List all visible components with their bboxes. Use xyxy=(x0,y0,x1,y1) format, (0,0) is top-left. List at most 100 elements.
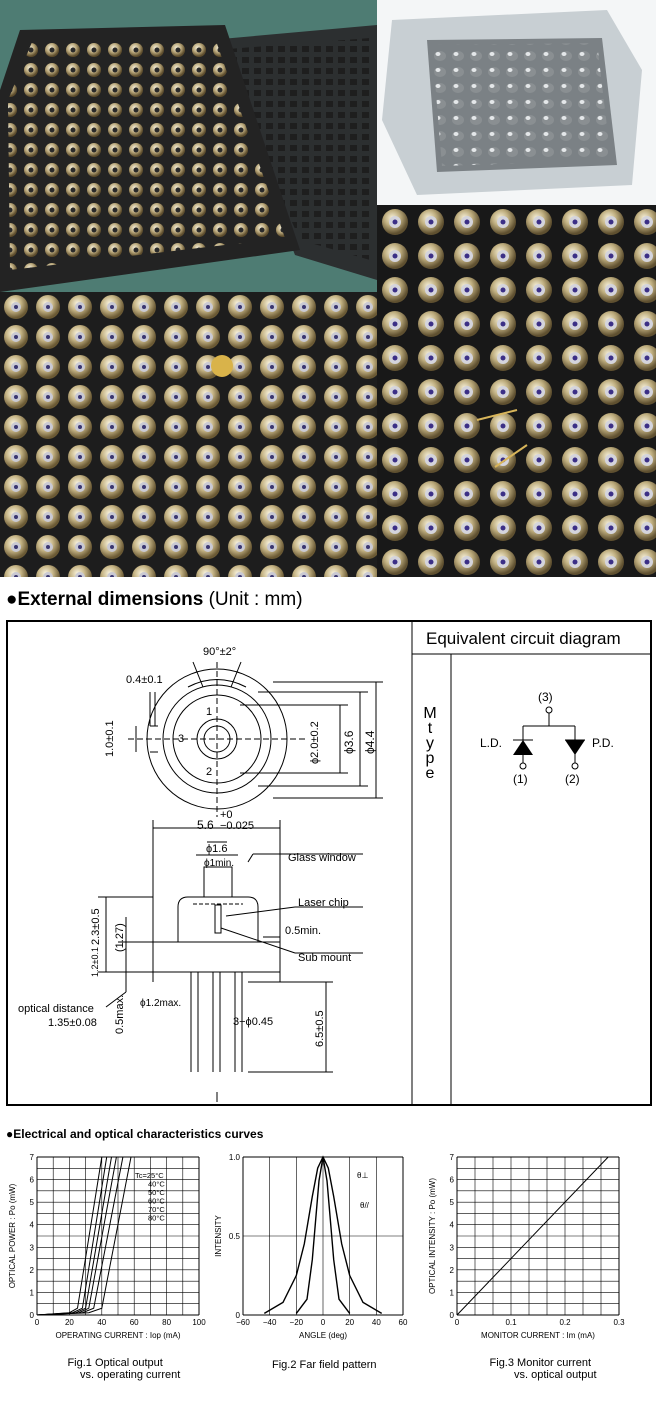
dim-3-6: ϕ3.6 xyxy=(342,730,356,754)
curve-label: 50°C xyxy=(148,1188,165,1197)
node-3-label: (3) xyxy=(538,690,553,704)
x-tick-label: 60 xyxy=(399,1318,408,1327)
x-axis-label: MONITOR CURRENT : Im (mA) xyxy=(481,1331,595,1340)
dim-1-6: ϕ1.6 xyxy=(206,843,228,855)
photo-diode-label: P.D. xyxy=(592,736,614,750)
photo-tray-overview xyxy=(0,0,377,292)
x-tick-label: 0 xyxy=(455,1318,460,1327)
dim-2-3: 2.3±0.5 xyxy=(90,908,102,945)
x-tick-label: 0 xyxy=(321,1318,326,1327)
curve-label: 80°C xyxy=(148,1214,165,1223)
fig3-caption-line1: Fig.3 Monitor current xyxy=(489,1357,592,1369)
curve-label: 40°C xyxy=(148,1180,165,1189)
dim-1-0: 1.0±0.1 xyxy=(104,720,116,757)
x-tick-label: 20 xyxy=(345,1318,354,1327)
pin-3-label: 3 xyxy=(178,733,185,745)
glass-window-label: Glass window xyxy=(288,852,356,864)
dim-2-0: ϕ2.0±0.2 xyxy=(309,721,321,764)
y-tick-label: 2 xyxy=(450,1266,455,1275)
fig3-caption: Fig.3 Monitor current vs. optical output xyxy=(484,1357,597,1381)
x-tick-label: 20 xyxy=(65,1318,74,1327)
circuit-type-label: M t y p e xyxy=(420,705,440,782)
y-tick-label: 1 xyxy=(450,1288,455,1297)
dim-5-6: 5.6 xyxy=(197,818,214,832)
dim-angle: 90°±2° xyxy=(203,646,237,658)
y-axis-label: OPTICAL INTENSITY : Po (mW) xyxy=(428,1178,437,1294)
x-tick-label: 60 xyxy=(130,1318,139,1327)
laser-diode-label: L.D. xyxy=(480,736,503,750)
y-tick-label: 7 xyxy=(450,1153,455,1162)
circuit-title: Equivalent circuit diagram xyxy=(426,629,621,648)
y-tick-label: 0.5 xyxy=(229,1232,241,1241)
dim-1-27: (1.27) xyxy=(114,923,126,952)
x-tick-label: 0.3 xyxy=(613,1318,625,1327)
dim-1-2: 1.2±0.1 xyxy=(90,947,100,977)
x-tick-label: −60 xyxy=(236,1318,250,1327)
y-tick-label: 0 xyxy=(450,1311,455,1320)
dim-0-5min: 0.5min. xyxy=(285,925,322,937)
y-tick-label: 3 xyxy=(30,1243,35,1252)
x-axis-label: ANGLE (deg) xyxy=(299,1331,347,1340)
dim-1-2max: ϕ1.2max. xyxy=(140,998,182,1009)
curve-label: Tc=25°C xyxy=(135,1171,164,1180)
x-tick-label: −20 xyxy=(290,1318,304,1327)
x-axis-label: OPERATING CURRENT : Iop (mA) xyxy=(55,1331,180,1340)
y-axis-label: INTENSITY xyxy=(214,1214,223,1256)
dim-1min: ϕ1min. xyxy=(204,858,235,869)
y-tick-label: 7 xyxy=(30,1153,35,1162)
y-tick-label: 1.0 xyxy=(229,1153,241,1162)
y-tick-label: 3 xyxy=(450,1243,455,1252)
x-tick-label: 0 xyxy=(35,1318,40,1327)
sub-mount-label: Sub mount xyxy=(298,952,352,964)
y-tick-label: 4 xyxy=(450,1221,455,1230)
optical-distance-value: 1.35±0.08 xyxy=(48,1017,97,1029)
fig1-caption-line1: Fig.1 Optical output xyxy=(67,1357,163,1369)
y-tick-label: 6 xyxy=(30,1176,35,1185)
y-tick-label: 0 xyxy=(30,1311,35,1320)
fig1-caption: Fig.1 Optical output vs. operating curre… xyxy=(50,1357,180,1381)
y-tick-label: 5 xyxy=(30,1198,35,1207)
photo-tray-closeup-left xyxy=(0,292,377,577)
x-tick-label: 40 xyxy=(97,1318,106,1327)
x-tick-label: 80 xyxy=(162,1318,171,1327)
x-tick-label: 0.2 xyxy=(559,1318,571,1327)
dim-6-5: 6.5±0.5 xyxy=(314,1010,326,1047)
y-tick-label: 5 xyxy=(450,1198,455,1207)
pin-1-label: 1 xyxy=(206,706,213,718)
photo-sealed-bag xyxy=(377,0,656,205)
dim-0-4: 0.4±0.1 xyxy=(126,674,163,686)
type-letter: y xyxy=(426,735,434,752)
series-line xyxy=(295,1156,351,1314)
y-tick-label: 0 xyxy=(236,1311,241,1320)
curves-section-title: ●Electrical and optical characteristics … xyxy=(6,1127,264,1141)
fig3-caption-line2: vs. optical output xyxy=(514,1369,597,1381)
dim-5-6-tol-top: +0 xyxy=(220,809,233,821)
x-tick-label: 40 xyxy=(372,1318,381,1327)
node-1-label: (1) xyxy=(513,772,528,786)
x-tick-label: 0.1 xyxy=(505,1318,517,1327)
type-letter: e xyxy=(425,765,435,782)
dimension-drawing xyxy=(98,622,650,1104)
section-title: ●External dimensions (Unit : mm) xyxy=(6,589,303,610)
type-letter: p xyxy=(425,750,435,767)
x-tick-label: −40 xyxy=(263,1318,277,1327)
y-tick-label: 2 xyxy=(30,1266,35,1275)
dim-4-4: ϕ4.4 xyxy=(363,730,377,754)
series-label-parallel: θ// xyxy=(360,1201,370,1210)
y-tick-label: 6 xyxy=(450,1176,455,1185)
y-axis-label: OPTICAL POWER : Po (mW) xyxy=(8,1183,17,1288)
node-2-label: (2) xyxy=(565,772,580,786)
dimension-frame: 90°±2° 0.4±0.1 1.0±0.1 ϕ2.0±0.2 ϕ3.6 ϕ4.… xyxy=(6,620,652,1106)
pin-2-label: 2 xyxy=(206,766,213,778)
dim-0-5max: 0.5max. xyxy=(114,994,126,1034)
x-tick-label: 100 xyxy=(192,1318,206,1327)
fig1-caption-line2: vs. operating current xyxy=(80,1369,181,1381)
laser-chip-label: Laser chip xyxy=(298,897,349,909)
series-line xyxy=(456,1156,609,1316)
series-line xyxy=(36,1156,132,1316)
y-tick-label: 1 xyxy=(30,1288,35,1297)
type-letter: M xyxy=(423,705,437,722)
